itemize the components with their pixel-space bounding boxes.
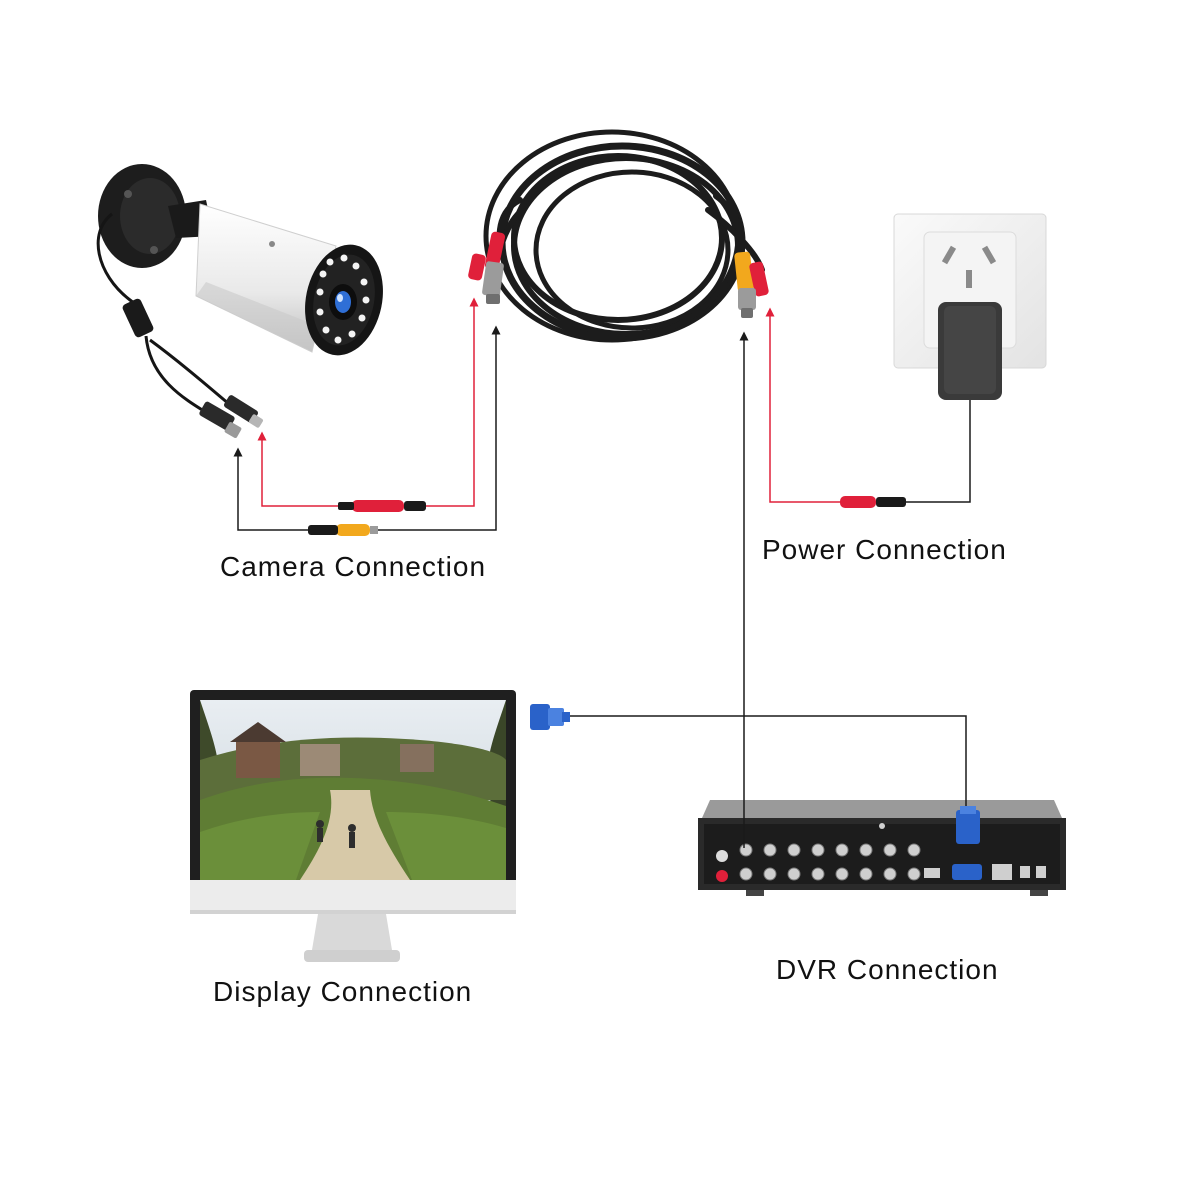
dvr-recorder-icon xyxy=(698,800,1066,896)
cable-right-plugs xyxy=(734,251,769,318)
bullet-camera-icon xyxy=(96,164,383,438)
wall-outlet-adapter-icon xyxy=(893,213,1047,503)
display-connection-label: Display Connection xyxy=(213,976,473,1007)
dvr-connection-label: DVR Connection xyxy=(776,954,999,985)
monitor-screen-scene xyxy=(200,700,506,880)
vga-line xyxy=(570,715,967,806)
vga-plug-icon xyxy=(530,704,570,730)
power-connection-label: Power Connection xyxy=(762,534,1007,565)
inline-plugs xyxy=(308,496,906,536)
camera-connection-label: Camera Connection xyxy=(220,551,487,582)
coiled-siamese-cable-icon xyxy=(483,129,765,343)
power-line xyxy=(765,307,840,503)
cable-left-plugs xyxy=(468,231,506,304)
monitor-icon xyxy=(190,690,516,962)
